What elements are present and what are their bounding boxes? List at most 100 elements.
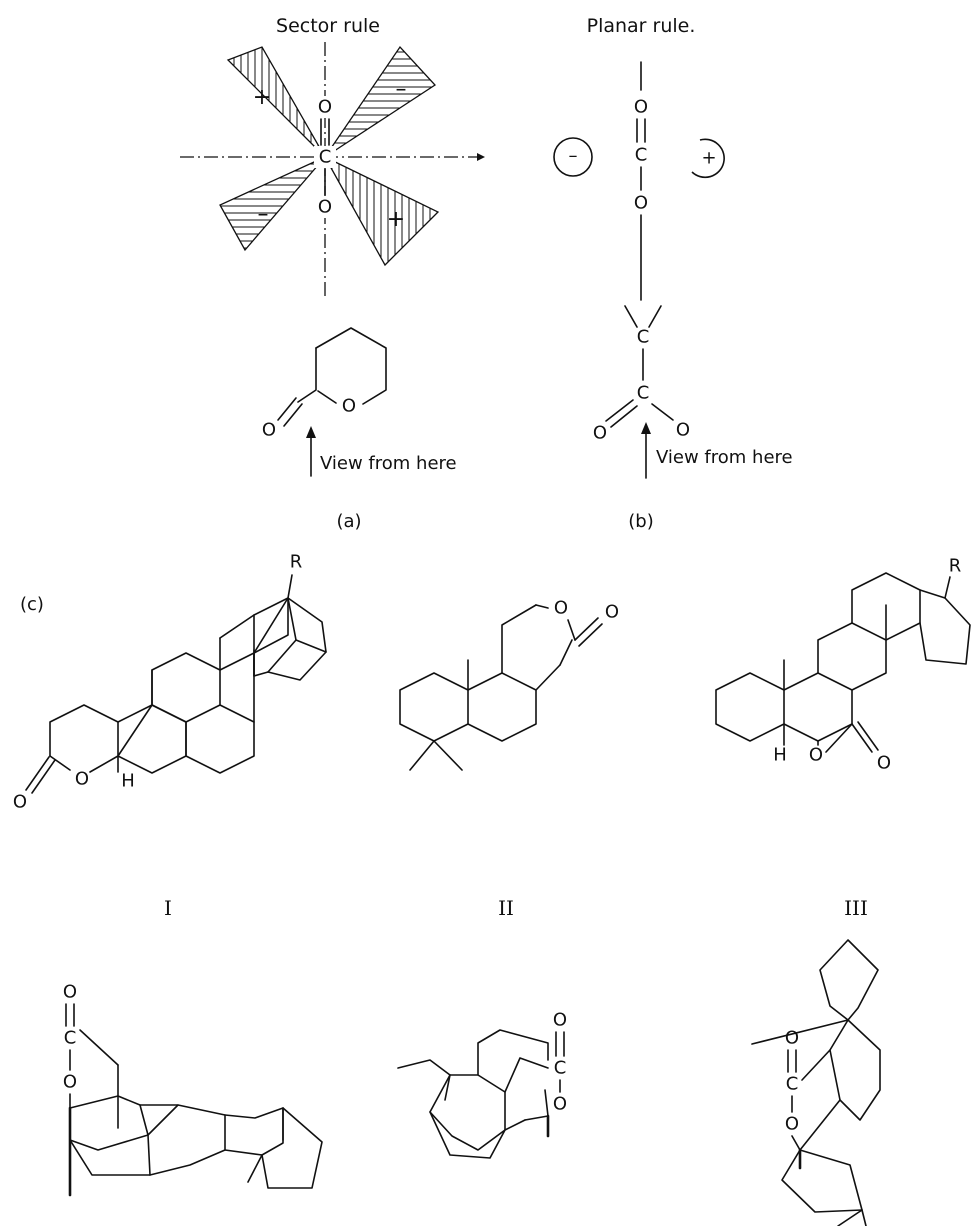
- perspective-3: O C O: [751, 939, 881, 1226]
- ring-c: [817, 622, 887, 691]
- ring-b: [783, 672, 853, 742]
- lactone-ring-oxygen: O: [342, 396, 356, 417]
- ring-a: [399, 672, 469, 742]
- p3-carbon: C: [786, 1074, 799, 1095]
- mask: [314, 146, 336, 168]
- compound-2-carbonyl-oxygen: O: [605, 602, 619, 623]
- view-arrowhead: [306, 426, 316, 438]
- ring-bond: [825, 723, 853, 753]
- p3-oxygen-bottom: O: [785, 1114, 799, 1135]
- compound-2-ring-oxygen: O: [554, 598, 568, 619]
- p1-oxygen-top: O: [63, 982, 77, 1003]
- bond: [791, 1135, 801, 1151]
- planar-oxygen-right: O: [676, 420, 690, 441]
- numeral-2: II: [498, 896, 514, 920]
- carbonyl-bond: [851, 723, 873, 753]
- lactone-ring: [501, 604, 537, 674]
- view-arrowhead: [641, 422, 651, 434]
- panel-b-planar-rule: Planar rule. O C O – + C C O O View from…: [553, 15, 793, 532]
- sign-bottom-left: –: [258, 202, 269, 227]
- bond: [524, 1115, 549, 1121]
- planar-rule-title: Planar rule.: [587, 15, 696, 37]
- sector-top-left: [226, 46, 326, 158]
- planar-carbon-top: C: [635, 145, 648, 166]
- r-bond: [287, 574, 293, 599]
- sector-bottom-left: [219, 156, 326, 252]
- sector-oxygen-top: O: [318, 97, 332, 118]
- compound-1-r: R: [290, 552, 303, 573]
- alpha-substituent: [624, 305, 638, 328]
- sector-rule-title: Sector rule: [276, 15, 380, 37]
- bond: [799, 1099, 841, 1151]
- cyclopentane: [267, 597, 327, 681]
- ring-top: [819, 939, 879, 1021]
- ring-front: [69, 1095, 149, 1151]
- bond: [544, 1089, 549, 1117]
- cyclopentane: [261, 1107, 323, 1189]
- compound-3-ring-oxygen: O: [809, 745, 823, 766]
- lactone-ring: [535, 604, 549, 609]
- carbonyl-double-bond: [605, 399, 634, 422]
- ring-lower: [69, 1134, 151, 1176]
- sector-bottom-right: [323, 155, 440, 267]
- single-bond: [651, 403, 674, 421]
- caption-b: (b): [628, 511, 653, 532]
- caption-c: (c): [20, 594, 44, 615]
- perspective-drawings: O C O O C O: [63, 939, 881, 1226]
- bond: [504, 1119, 526, 1131]
- compound-3-r: R: [949, 556, 962, 577]
- lactone-ring: [315, 327, 387, 405]
- minus-region-circle: [553, 137, 593, 177]
- numeral-1: I: [164, 896, 172, 920]
- panel-c-compounds: (c) O O H R I: [13, 552, 971, 920]
- carbonyl-bond: [578, 623, 603, 647]
- lactone-ring-carbonyl: [297, 347, 317, 403]
- gem-dimethyl: [433, 740, 463, 771]
- view-label-a: View from here: [320, 453, 457, 474]
- lactone-ring: [535, 664, 561, 691]
- carbonyl-bond: [31, 759, 56, 794]
- compound-3-carbonyl-oxygen: O: [877, 753, 891, 774]
- sign-top-right: –: [396, 77, 407, 102]
- ring-a: [715, 672, 785, 742]
- ring-mid: [829, 1019, 881, 1121]
- minus-sign: –: [569, 146, 578, 167]
- compound-1: O O H R I: [13, 552, 327, 920]
- lactone-carbonyl-oxygen: O: [262, 420, 276, 441]
- ring-c: [151, 652, 221, 723]
- gem-dimethyl: [409, 740, 435, 771]
- lactone-ring-bond: [317, 390, 337, 404]
- axis-arrowhead: [477, 153, 485, 161]
- compound-1-ring-oxygen: O: [75, 769, 89, 790]
- carbonyl-double-bond: [283, 403, 303, 427]
- bond: [79, 1029, 119, 1066]
- bond: [801, 1049, 831, 1081]
- compound-3-h: H: [773, 745, 787, 766]
- plus-sign: +: [701, 148, 716, 169]
- carbonyl-double-bond: [277, 397, 297, 421]
- ring-link: [219, 614, 255, 639]
- ring-d: [851, 572, 921, 641]
- ring-lower: [781, 1149, 863, 1213]
- ring-b: [117, 669, 153, 723]
- ring-d-upper: [219, 597, 289, 671]
- p3-oxygen-top: O: [785, 1028, 799, 1049]
- alpha-substituent: [648, 305, 662, 328]
- plus-region-circle: [691, 138, 725, 179]
- lactone-ring: [559, 639, 573, 666]
- r-bond: [944, 576, 951, 599]
- carbonyl-bond: [25, 756, 50, 791]
- perspective-2: O C O: [397, 1010, 567, 1159]
- sector-carbon: C: [319, 147, 332, 168]
- compound-1-carbonyl-oxygen: O: [13, 792, 27, 813]
- ring-e: [295, 639, 327, 653]
- lactone-ring: [567, 619, 576, 641]
- ring-c-lower: [185, 704, 255, 774]
- sector-top-right: [324, 45, 436, 158]
- ring-a-bond: [49, 755, 71, 771]
- compound-3: H O O R III: [715, 556, 971, 920]
- mask: [314, 196, 336, 218]
- ring-upper: [477, 1029, 549, 1093]
- carbonyl-bond: [857, 721, 879, 751]
- gem-dimethyl: [397, 1059, 479, 1076]
